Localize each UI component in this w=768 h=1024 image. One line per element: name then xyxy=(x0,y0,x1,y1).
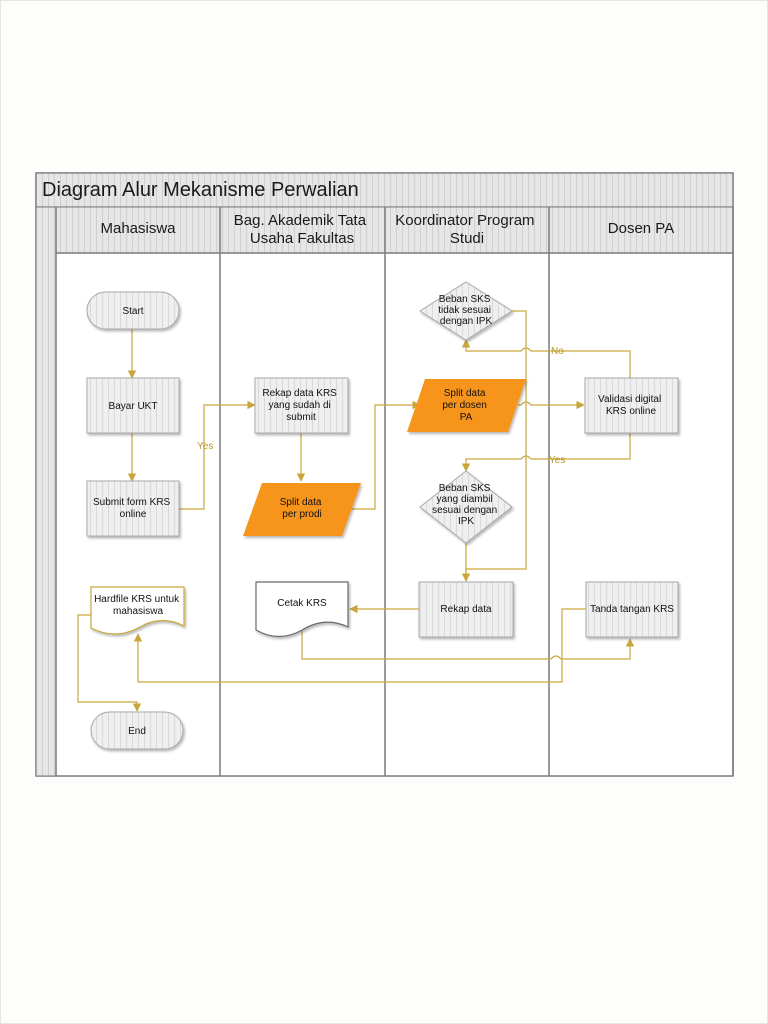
end-terminator: End xyxy=(90,711,184,750)
edge-hardfile-to-end xyxy=(77,614,142,712)
validasi-digital-process: Validasi digital KRS online xyxy=(584,377,679,434)
svg-text:Beban SKS tidak sesuai: Beban SKS tidak sesuai dengan IPK xyxy=(438,294,494,327)
svg-text:Cetak KRS: Cetak KRS xyxy=(277,598,327,609)
svg-text:Split data per dosen: Split data per dosen PA xyxy=(442,388,489,423)
svg-text:Tanda tangan KRS: Tanda tangan KRS xyxy=(590,604,674,615)
split-data-per-dosen-data: Split data per dosen PA xyxy=(407,379,526,432)
edge-cetak-to-tanda xyxy=(301,631,635,660)
bayar-ukt-process: Bayar UKT xyxy=(86,377,180,434)
edge-label-no: No xyxy=(551,346,564,357)
lane-header-akademik: Bag. Akademik Tata Usaha Fakultas xyxy=(234,212,370,247)
connectors xyxy=(77,310,635,712)
edge-validasi-to-beban-sesuai xyxy=(461,432,631,472)
svg-text:Beban SKS yang diambil: Beban SKS yang diambil sesuai dengan IPK xyxy=(432,483,500,527)
lane-header-koordinator: Koordinator Program Studi xyxy=(395,212,538,247)
edge-label-yes-validasi: Yes xyxy=(549,455,565,466)
lane-header-mahasiswa: Mahasiswa xyxy=(100,220,176,237)
svg-text:Split data per prodi: Split data per prodi xyxy=(280,497,324,520)
lane-header-dosen: Dosen PA xyxy=(608,220,674,237)
rekap-data-krs-process: Rekap data KRS yang sudah di submit xyxy=(254,377,349,434)
edge-submit-to-rekap-krs xyxy=(178,400,256,510)
edge-split-prodi-to-split-dosen xyxy=(350,400,421,510)
rekap-data-process: Rekap data xyxy=(418,581,514,638)
svg-text:End: End xyxy=(128,726,146,737)
hardfile-krs-document: Hardfile KRS untuk mahasiswa xyxy=(90,586,185,635)
cetak-krs-document: Cetak KRS xyxy=(255,581,349,638)
beban-sks-tidak-sesuai-decision: Beban SKS tidak sesuai dengan IPK xyxy=(419,281,513,341)
svg-text:Validasi digital KRS onl: Validasi digital KRS online xyxy=(598,394,664,417)
diagram-title: Diagram Alur Mekanisme Perwalian xyxy=(42,179,359,201)
svg-text:Submit form KRS online: Submit form KRS online xyxy=(93,497,173,520)
svg-text:Hardfile KRS untuk mahas: Hardfile KRS untuk mahasiswa xyxy=(94,594,182,617)
svg-text:Rekap data KRS yang suda: Rekap data KRS yang sudah di submit xyxy=(262,388,339,423)
svg-text:Start: Start xyxy=(122,306,143,317)
start-terminator: Start xyxy=(86,291,180,330)
beban-sks-sesuai-decision: Beban SKS yang diambil sesuai dengan IPK xyxy=(419,470,513,544)
svg-text:Rekap data: Rekap data xyxy=(440,604,492,615)
edge-label-yes-submit: Yes xyxy=(197,441,213,452)
svg-text:Bayar UKT: Bayar UKT xyxy=(109,401,158,412)
edge-tanda-to-hardfile xyxy=(133,608,586,683)
submit-form-krs-process: Submit form KRS online xyxy=(86,480,180,537)
tanda-tangan-krs-process: Tanda tangan KRS xyxy=(585,581,679,638)
lane-dividers xyxy=(55,207,734,776)
split-data-per-prodi-data: Split data per prodi xyxy=(243,483,361,536)
